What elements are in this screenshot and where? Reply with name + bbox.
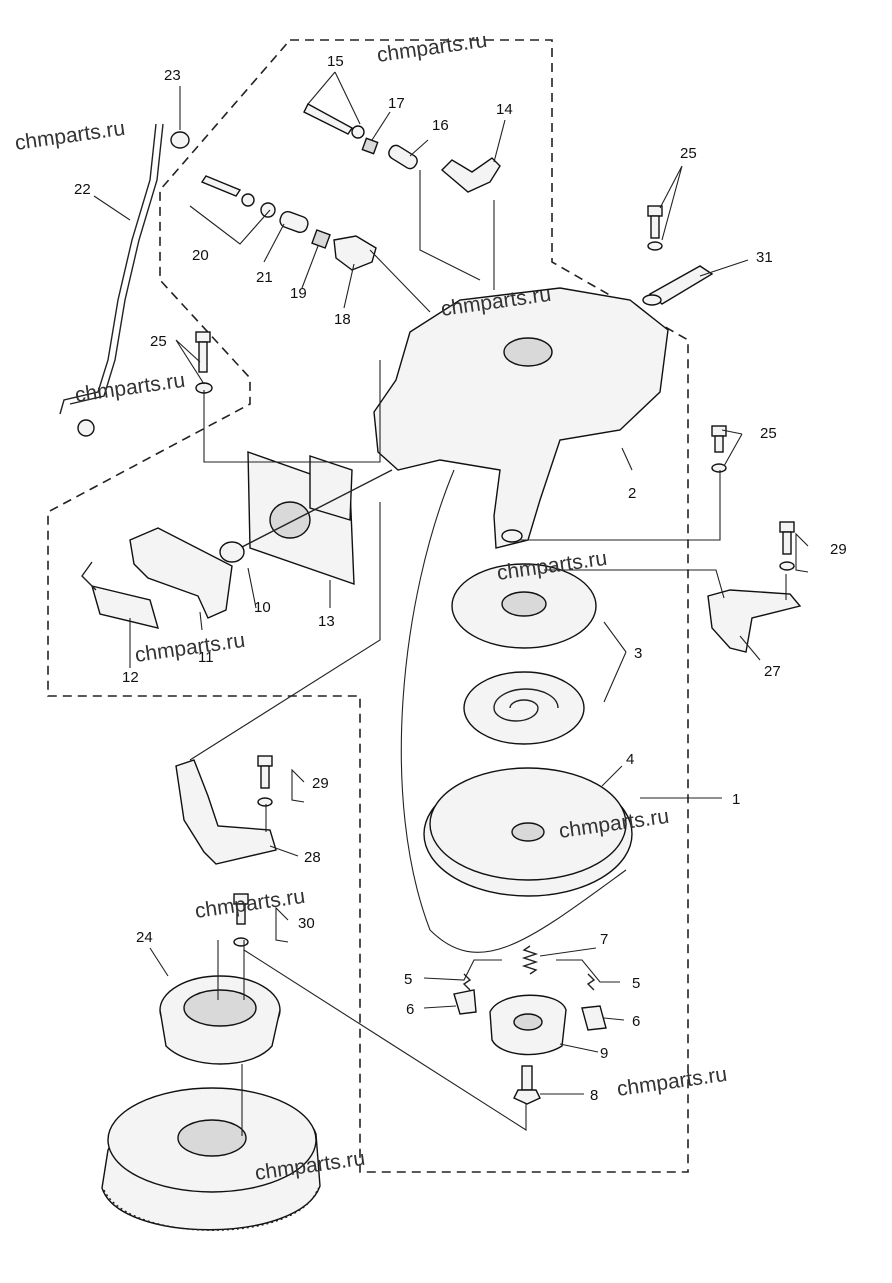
part-3-spiral-spring xyxy=(463,671,585,745)
label-12: 12 xyxy=(122,669,139,686)
label-28: 28 xyxy=(304,849,321,866)
part-24-pulley-side xyxy=(159,1009,281,1065)
leader-lines xyxy=(93,71,809,1136)
label-16: 16 xyxy=(432,117,449,134)
part-7-spring xyxy=(521,945,539,975)
label-25-left: 25 xyxy=(150,333,167,350)
label-29-right: 29 xyxy=(830,541,847,558)
part-23-grommet xyxy=(170,131,190,149)
part-28-bracket xyxy=(175,759,277,865)
part-29-bolt-right xyxy=(779,521,795,571)
label-25-right: 25 xyxy=(760,425,777,442)
label-5-right: 5 xyxy=(632,975,640,992)
part-15-bolt xyxy=(303,103,354,135)
part-21-collar xyxy=(279,210,309,234)
label-25-top: 25 xyxy=(680,145,697,162)
part-13-opening xyxy=(269,501,311,539)
label-10: 10 xyxy=(254,599,271,616)
part-5-spring-right xyxy=(586,973,596,991)
label-2: 2 xyxy=(628,485,636,502)
label-22: 22 xyxy=(74,181,91,198)
part-29-bolt-left xyxy=(257,755,273,807)
label-23: 23 xyxy=(164,67,181,84)
label-14: 14 xyxy=(496,101,513,118)
part-18-plate xyxy=(333,235,377,271)
assembly-boundary xyxy=(47,39,689,1173)
label-6-left: 6 xyxy=(406,1001,414,1018)
part-3-spring-case-center xyxy=(501,591,547,617)
watermark: chmparts.ru xyxy=(193,885,306,923)
label-4: 4 xyxy=(626,751,634,768)
label-15: 15 xyxy=(327,53,344,70)
part-31-washer xyxy=(642,294,662,306)
part-20-bolt xyxy=(200,175,242,197)
flywheel-hub xyxy=(177,1119,247,1157)
part-6-pawl-right xyxy=(581,1005,607,1031)
watermark: chmparts.ru xyxy=(615,1063,728,1101)
part-27-bracket xyxy=(707,589,802,653)
part-10-rope-seal xyxy=(219,541,245,563)
part-25-bolt-right xyxy=(711,425,727,473)
label-31: 31 xyxy=(756,249,773,266)
part-8-bolt xyxy=(513,1065,541,1105)
part-2-hub xyxy=(503,337,553,367)
label-21: 21 xyxy=(256,269,273,286)
part-20-washer-a xyxy=(241,193,255,207)
part-14-lever xyxy=(440,157,501,193)
part-16-collar xyxy=(388,144,418,170)
part-5-spring-left xyxy=(462,973,472,991)
label-7: 7 xyxy=(600,931,608,948)
watermark: chmparts.ru xyxy=(13,117,126,155)
label-9: 9 xyxy=(600,1045,608,1062)
part-25-bolt-top xyxy=(647,205,663,251)
part-22-rod-outline xyxy=(69,123,164,405)
label-11: 11 xyxy=(198,649,214,666)
part-12-insert xyxy=(90,585,160,629)
part-11-handle xyxy=(129,527,233,619)
part-9-hub xyxy=(513,1013,543,1031)
part-22-clip xyxy=(77,419,95,437)
part-13-block xyxy=(309,455,353,521)
watermark: chmparts.ru xyxy=(133,629,246,667)
flywheel-ring-gear xyxy=(103,1187,319,1231)
part-17-nut xyxy=(361,137,379,155)
label-30: 30 xyxy=(298,915,315,932)
label-20: 20 xyxy=(192,247,209,264)
label-1: 1 xyxy=(732,791,740,808)
part-12-lead xyxy=(81,561,97,591)
label-8: 8 xyxy=(590,1087,598,1104)
label-27: 27 xyxy=(764,663,781,680)
label-29-left: 29 xyxy=(312,775,329,792)
label-18: 18 xyxy=(334,311,351,328)
part-19-nut xyxy=(311,229,331,249)
label-17: 17 xyxy=(388,95,405,112)
label-13: 13 xyxy=(318,613,335,630)
part-15-washer xyxy=(351,125,365,139)
watermark: chmparts.ru xyxy=(73,369,186,407)
label-6-right: 6 xyxy=(632,1013,640,1030)
label-3: 3 xyxy=(634,645,642,662)
label-5-left: 5 xyxy=(404,971,412,988)
part-2-bolt-hole xyxy=(501,529,523,543)
part-2-housing xyxy=(373,287,669,549)
part-24-pulley-inner xyxy=(183,989,257,1027)
part-20-washer-b xyxy=(260,202,276,218)
label-24: 24 xyxy=(136,929,153,946)
label-19: 19 xyxy=(290,285,307,302)
part-3-spiral-line xyxy=(493,688,559,722)
part-6-pawl-left xyxy=(453,989,477,1015)
watermark: chmparts.ru xyxy=(375,29,488,67)
part-4-reel-hub xyxy=(511,822,545,842)
part-10-rope xyxy=(239,469,393,549)
part-22-rod xyxy=(59,123,157,415)
